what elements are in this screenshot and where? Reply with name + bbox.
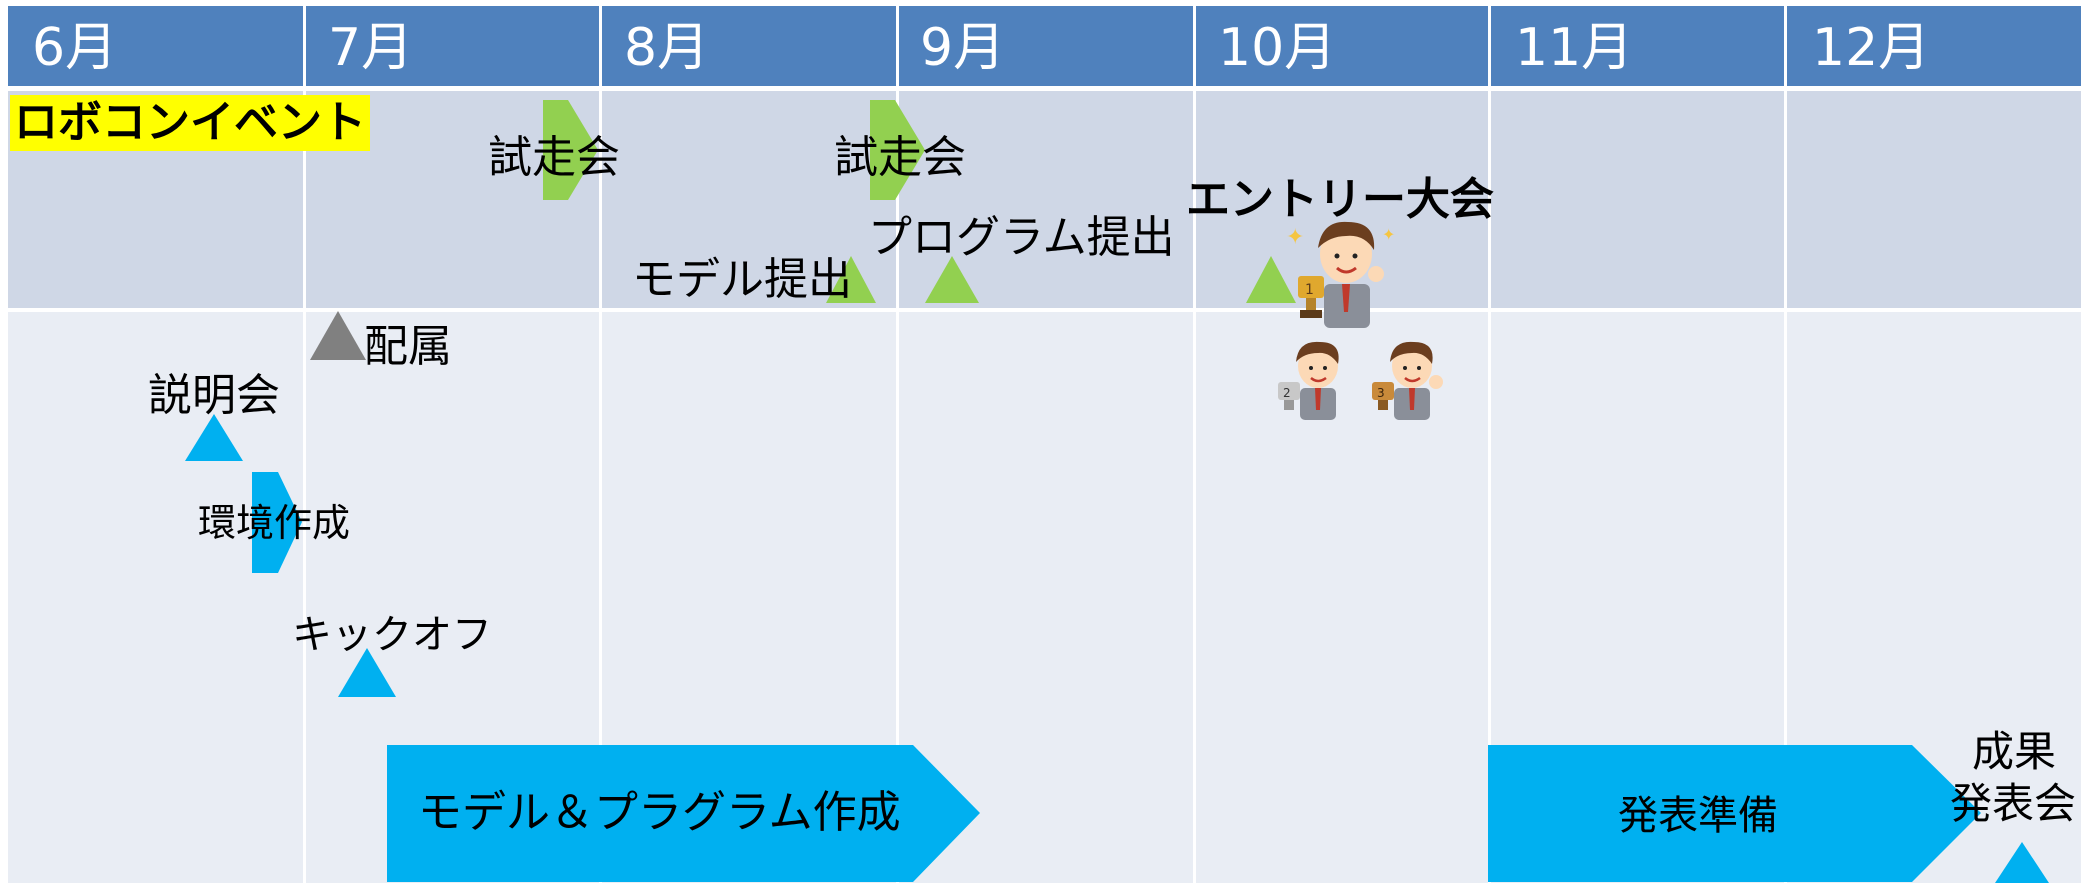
trial-run-marker-2	[870, 100, 925, 200]
presentation-prep-label: 発表準備	[1618, 793, 1778, 839]
trial-run-marker-1	[543, 100, 598, 200]
results-presentation-marker	[1995, 842, 2049, 883]
trial-run-label-2: 試走会	[834, 132, 966, 183]
svg-text:3: 3	[1377, 386, 1385, 400]
column-divider	[1193, 6, 1196, 883]
column-divider	[896, 6, 899, 883]
month-header-oct: 10月	[1218, 18, 1337, 78]
entry-tournament-marker	[1246, 256, 1296, 303]
month-header-jun: 6月	[32, 18, 118, 78]
environment-setup-bar	[252, 472, 302, 573]
briefing-label: 説明会	[148, 370, 280, 421]
month-header-aug: 8月	[624, 18, 710, 78]
trial-run-label-1: 試走会	[488, 132, 620, 183]
month-header-dec: 12月	[1812, 18, 1931, 78]
model-program-creation-bar	[387, 745, 980, 882]
svg-text:2: 2	[1283, 386, 1291, 400]
entry-tournament-label: エントリー大会	[1186, 174, 1494, 225]
column-divider	[599, 6, 602, 883]
results-presentation-label-line1: 成果	[1972, 727, 2057, 776]
svg-text:✦: ✦	[1286, 225, 1304, 250]
column-divider	[303, 6, 306, 883]
kickoff-marker	[338, 648, 396, 697]
robocon-event-row-label: ロボコンイベント	[10, 95, 370, 151]
month-header-nov: 11月	[1515, 18, 1634, 78]
program-submission-label: プログラム提出	[868, 212, 1175, 263]
model-program-creation-label: モデル＆プラグラム作成	[418, 787, 901, 838]
svg-text:1: 1	[1305, 282, 1314, 298]
month-header-jul: 7月	[328, 18, 414, 78]
presentation-prep-bar	[1488, 745, 1981, 882]
results-presentation-label-line2: 発表会	[1950, 779, 2077, 828]
assignment-label: 配属	[364, 321, 452, 372]
model-submission-marker	[826, 256, 876, 303]
environment-setup-label: 環境作成	[198, 501, 351, 545]
briefing-marker	[185, 414, 243, 461]
businessman-trophy-3rd-icon: 3	[1372, 341, 1443, 420]
kickoff-label: キックオフ	[292, 612, 492, 658]
businessman-trophy-1st-icon: ✦ ✦ 1	[1286, 221, 1395, 328]
column-divider	[1784, 6, 1787, 883]
svg-text:✦: ✦	[1382, 225, 1395, 244]
month-header-sep: 9月	[920, 18, 1006, 78]
model-submission-label: モデル提出	[632, 254, 852, 305]
column-divider	[1488, 6, 1491, 883]
month-header-band	[8, 6, 2081, 86]
program-submission-marker	[925, 256, 979, 303]
businessman-trophy-2nd-icon: 2	[1278, 341, 1339, 420]
assignment-marker	[310, 311, 366, 360]
